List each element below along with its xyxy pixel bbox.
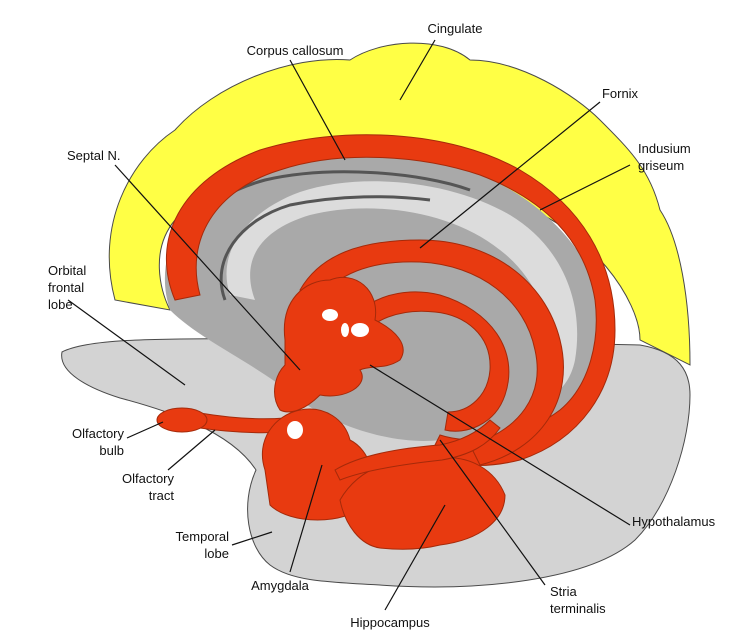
leader-lines <box>67 39 631 611</box>
label-indusium-griseum: Indusium griseum <box>638 141 691 173</box>
leader-indusium-griseum <box>539 164 631 211</box>
leader-orbital-frontal-lobe <box>67 299 186 386</box>
label-fornix: Fornix <box>601 86 639 101</box>
label-amygdala: Amygdala <box>251 578 309 593</box>
stria-terminalis-band <box>334 419 501 481</box>
septal-hypothalamic-mass <box>274 276 404 413</box>
label-orbital-frontal-lobe: Orbital frontal lobe <box>48 263 87 312</box>
leader-fornix <box>419 101 601 249</box>
fornix-inner-loop <box>344 291 510 432</box>
corpus-callosum-outline-inner <box>219 195 431 301</box>
leader-hypothalamus <box>369 364 631 526</box>
olfactory-bulb-shape <box>156 407 208 433</box>
label-septal-n: Septal N. <box>67 148 121 163</box>
label-corpus-callosum: Corpus callosum <box>246 43 344 58</box>
label-cingulate: Cingulate <box>427 21 483 36</box>
label-temporal-lobe: Temporal lobe <box>175 529 229 561</box>
label-hippocampus: Hippocampus <box>350 615 430 630</box>
leader-olfactory-tract <box>167 429 216 471</box>
leader-amygdala <box>289 464 323 573</box>
leader-cingulate <box>399 39 436 101</box>
leader-septal-n <box>114 164 301 371</box>
label-stria-terminalis: Stria terminalis <box>550 584 606 616</box>
leader-corpus-callosum <box>289 59 346 161</box>
white-holes <box>287 309 369 439</box>
leader-stria-terminalis <box>439 439 546 586</box>
label-hypothalamus: Hypothalamus <box>632 514 716 529</box>
leader-olfactory-bulb <box>126 421 164 439</box>
fornix-arc <box>299 239 564 466</box>
leader-hippocampus <box>384 504 446 611</box>
limbic-structures <box>156 134 616 550</box>
label-olfactory-bulb: Olfactory bulb <box>71 426 124 458</box>
ventricle-crescent <box>226 181 578 400</box>
leader-temporal-lobe <box>231 531 273 546</box>
label-olfactory-tract: Olfactory tract <box>121 471 174 503</box>
